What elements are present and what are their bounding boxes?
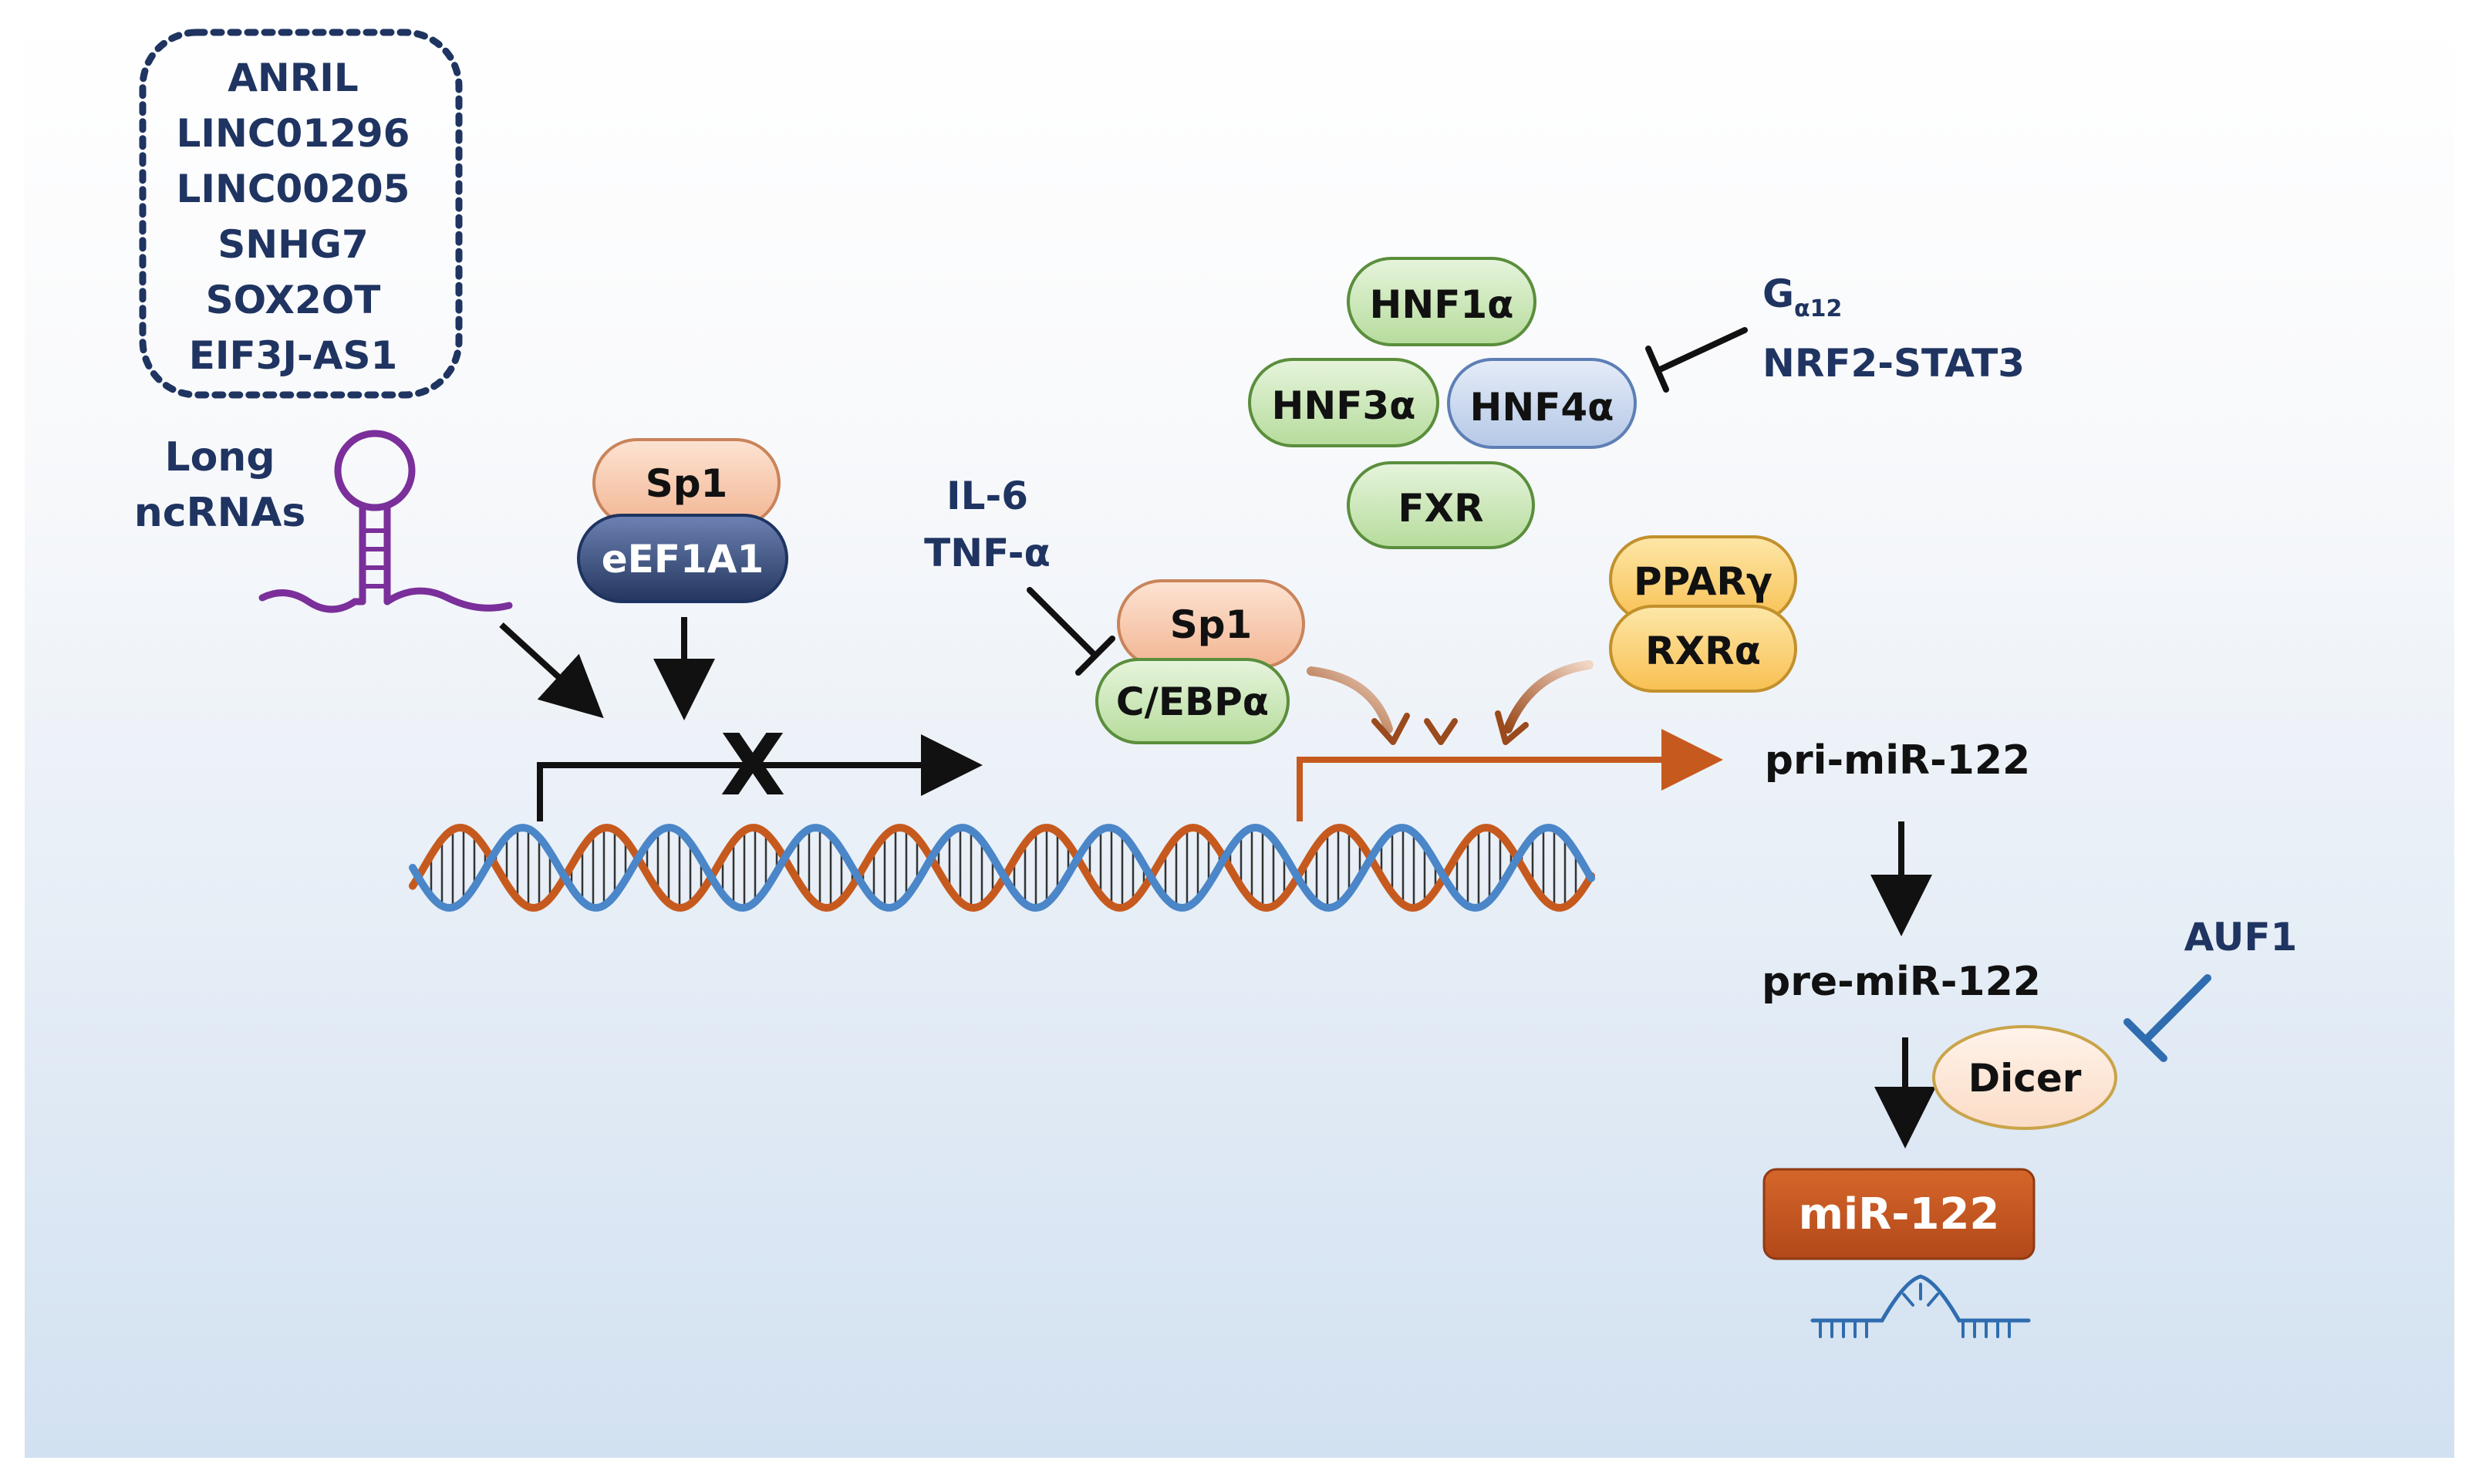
pparg-label: PPARγ (1634, 559, 1772, 604)
sp1-mid-label: Sp1 (1170, 602, 1253, 647)
hnf-cluster: HNF1α HNF3α HNF4α FXR (1248, 257, 1637, 549)
hnf4a-label: HNF4α (1470, 385, 1614, 430)
il6-label: IL-6 (946, 474, 1028, 518)
hnf1a-node (1347, 257, 1536, 346)
mirna-duplex-icon (1810, 1274, 2031, 1338)
lncrna-item-snhg7: SNHG7 (218, 222, 369, 267)
pre-mir-122-label: pre-miR-122 (1762, 959, 2041, 1005)
dna-helix-icon (409, 823, 1595, 912)
eef1a1-node (577, 514, 788, 603)
ppar-activation-arrow (1503, 660, 1594, 734)
activator-arrows (1307, 593, 1594, 745)
dna-strand-orange (409, 823, 1595, 912)
mir-122-label: miR-122 (1799, 1189, 2000, 1239)
eef1a1-label: eEF1A1 (602, 537, 764, 582)
ppar-rxr-complex: PPARγ RXRα (1609, 535, 1797, 693)
blocked-transcription-arrow (537, 734, 983, 821)
fxr-label: FXR (1398, 486, 1483, 531)
g-alpha12-label: Gα12 (1762, 272, 1842, 322)
long-ncrnas-label-line1: Long (164, 434, 275, 481)
hnf3a-label: HNF3α (1272, 383, 1416, 428)
il6-inhibition-arrow (1027, 587, 1115, 676)
hnf4a-node (1447, 358, 1637, 449)
dna-strand-blue (409, 823, 1595, 912)
hnf3a-node (1248, 358, 1439, 447)
sp1-eef1a1-complex: Sp1 eEF1A1 (577, 438, 788, 603)
lncrna-activation-arrow (499, 622, 604, 719)
long-ncrnas-label-line2: ncRNAs (134, 490, 306, 536)
sp1-top-label: Sp1 (646, 461, 728, 506)
lncrna-item-linc01296: LINC01296 (177, 111, 410, 156)
lncrna-item-eif3j-as1: EIF3J-AS1 (189, 333, 398, 378)
hnf1a-label: HNF1α (1370, 282, 1514, 327)
block-x-mark: X (720, 716, 786, 815)
rxra-node (1609, 605, 1797, 693)
cebpa-node (1095, 658, 1290, 744)
blocked-promoter: X (537, 716, 983, 821)
rxra-label: RXRα (1645, 629, 1761, 673)
dicer-node (1932, 1025, 2117, 1130)
active-transcription-arrow (1297, 729, 1723, 821)
cebpa-label: C/EBPα (1116, 680, 1269, 724)
cebpa-arrowhead (1371, 713, 1410, 745)
auf1-label: AUF1 (2184, 915, 2298, 960)
pri-mir-122-label: pri-miR-122 (1765, 737, 2030, 784)
nrf2-stat3-label: NRF2-STAT3 (1762, 341, 2025, 386)
hairpin-rna-icon (258, 430, 513, 613)
dicer-label: Dicer (1968, 1056, 2082, 1101)
lncrna-dashed-border (139, 29, 463, 399)
lncrna-item-sox2ot: SOX2OT (206, 278, 381, 322)
auf1-inhibition-arrow (2123, 974, 2211, 1062)
lncrna-box: ANRIL LINC01296 LINC00205 SNHG7 SOX2OT E… (139, 29, 463, 399)
lncrna-item-linc00205: LINC00205 (177, 167, 410, 211)
lncrna-item-anril: ANRIL (228, 56, 359, 100)
mir-122-node (1762, 1168, 2036, 1260)
hnf-arrowhead (1424, 718, 1458, 745)
tnf-alpha-label: TNF-α (924, 531, 1051, 575)
cebpa-activation-arrow (1307, 666, 1393, 734)
ppar-arrowhead (1495, 710, 1529, 745)
fxr-node (1347, 461, 1535, 549)
galpha-inhibition-arrow (1645, 327, 1748, 393)
sp1-cebpa-complex: Sp1 C/EBPα (1095, 579, 1305, 744)
